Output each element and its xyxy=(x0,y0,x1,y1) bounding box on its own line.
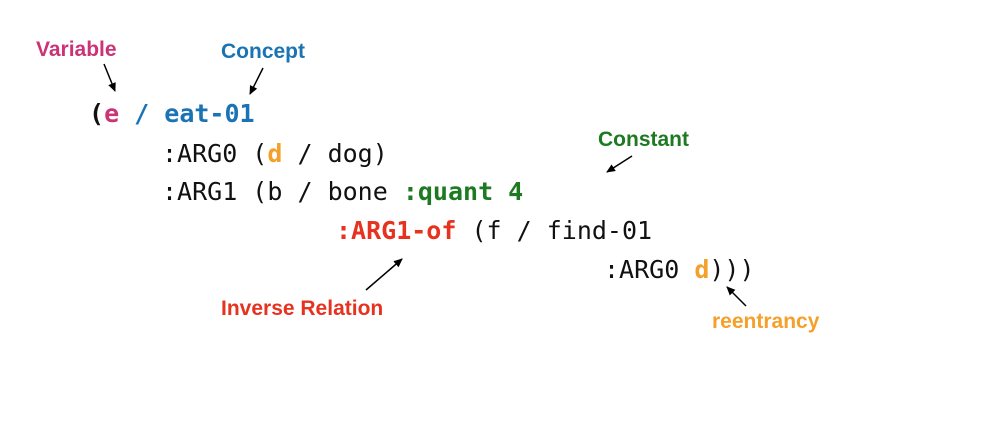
constant-arrow xyxy=(606,155,633,173)
reentrancy-label: reentrancy xyxy=(712,310,820,333)
open-paren: ( xyxy=(89,99,105,128)
amr-line-1: (e / eat-01 xyxy=(89,99,255,129)
arg0-role-2: :ARG0 xyxy=(604,255,695,284)
reentrant-variable-d: d xyxy=(694,255,710,284)
variable-d: d xyxy=(267,139,283,168)
variable-e: e xyxy=(104,99,120,128)
inverse-relation: :ARG1-of xyxy=(336,216,457,245)
arg1-bone: :ARG1 (b / bone xyxy=(162,177,403,206)
close-parens: ))) xyxy=(709,255,755,284)
concept-arrow xyxy=(249,67,264,95)
variable-label: Variable xyxy=(36,38,117,61)
quant-constant: :quant 4 xyxy=(402,177,524,206)
constant-label: Constant xyxy=(598,128,689,151)
arg0-role: :ARG0 ( xyxy=(162,139,268,168)
concept-eat-01: eat-01 xyxy=(164,99,255,128)
amr-line-5: :ARG0 d))) xyxy=(604,255,755,285)
find-concept: (f / find-01 xyxy=(456,216,653,245)
amr-line-4: :ARG1-of (f / find-01 xyxy=(336,216,652,246)
inverse-relation-arrow xyxy=(365,258,403,291)
inverse-relation-label: Inverse Relation xyxy=(221,297,384,320)
concept-label: Concept xyxy=(221,40,305,63)
amr-line-2: :ARG0 (d / dog) xyxy=(162,139,388,169)
slash: / xyxy=(119,99,165,128)
amr-line-3: :ARG1 (b / bone :quant 4 xyxy=(162,177,523,207)
variable-arrow xyxy=(103,63,116,92)
dog-concept: / dog) xyxy=(282,139,388,168)
reentrancy-arrow xyxy=(726,286,747,307)
